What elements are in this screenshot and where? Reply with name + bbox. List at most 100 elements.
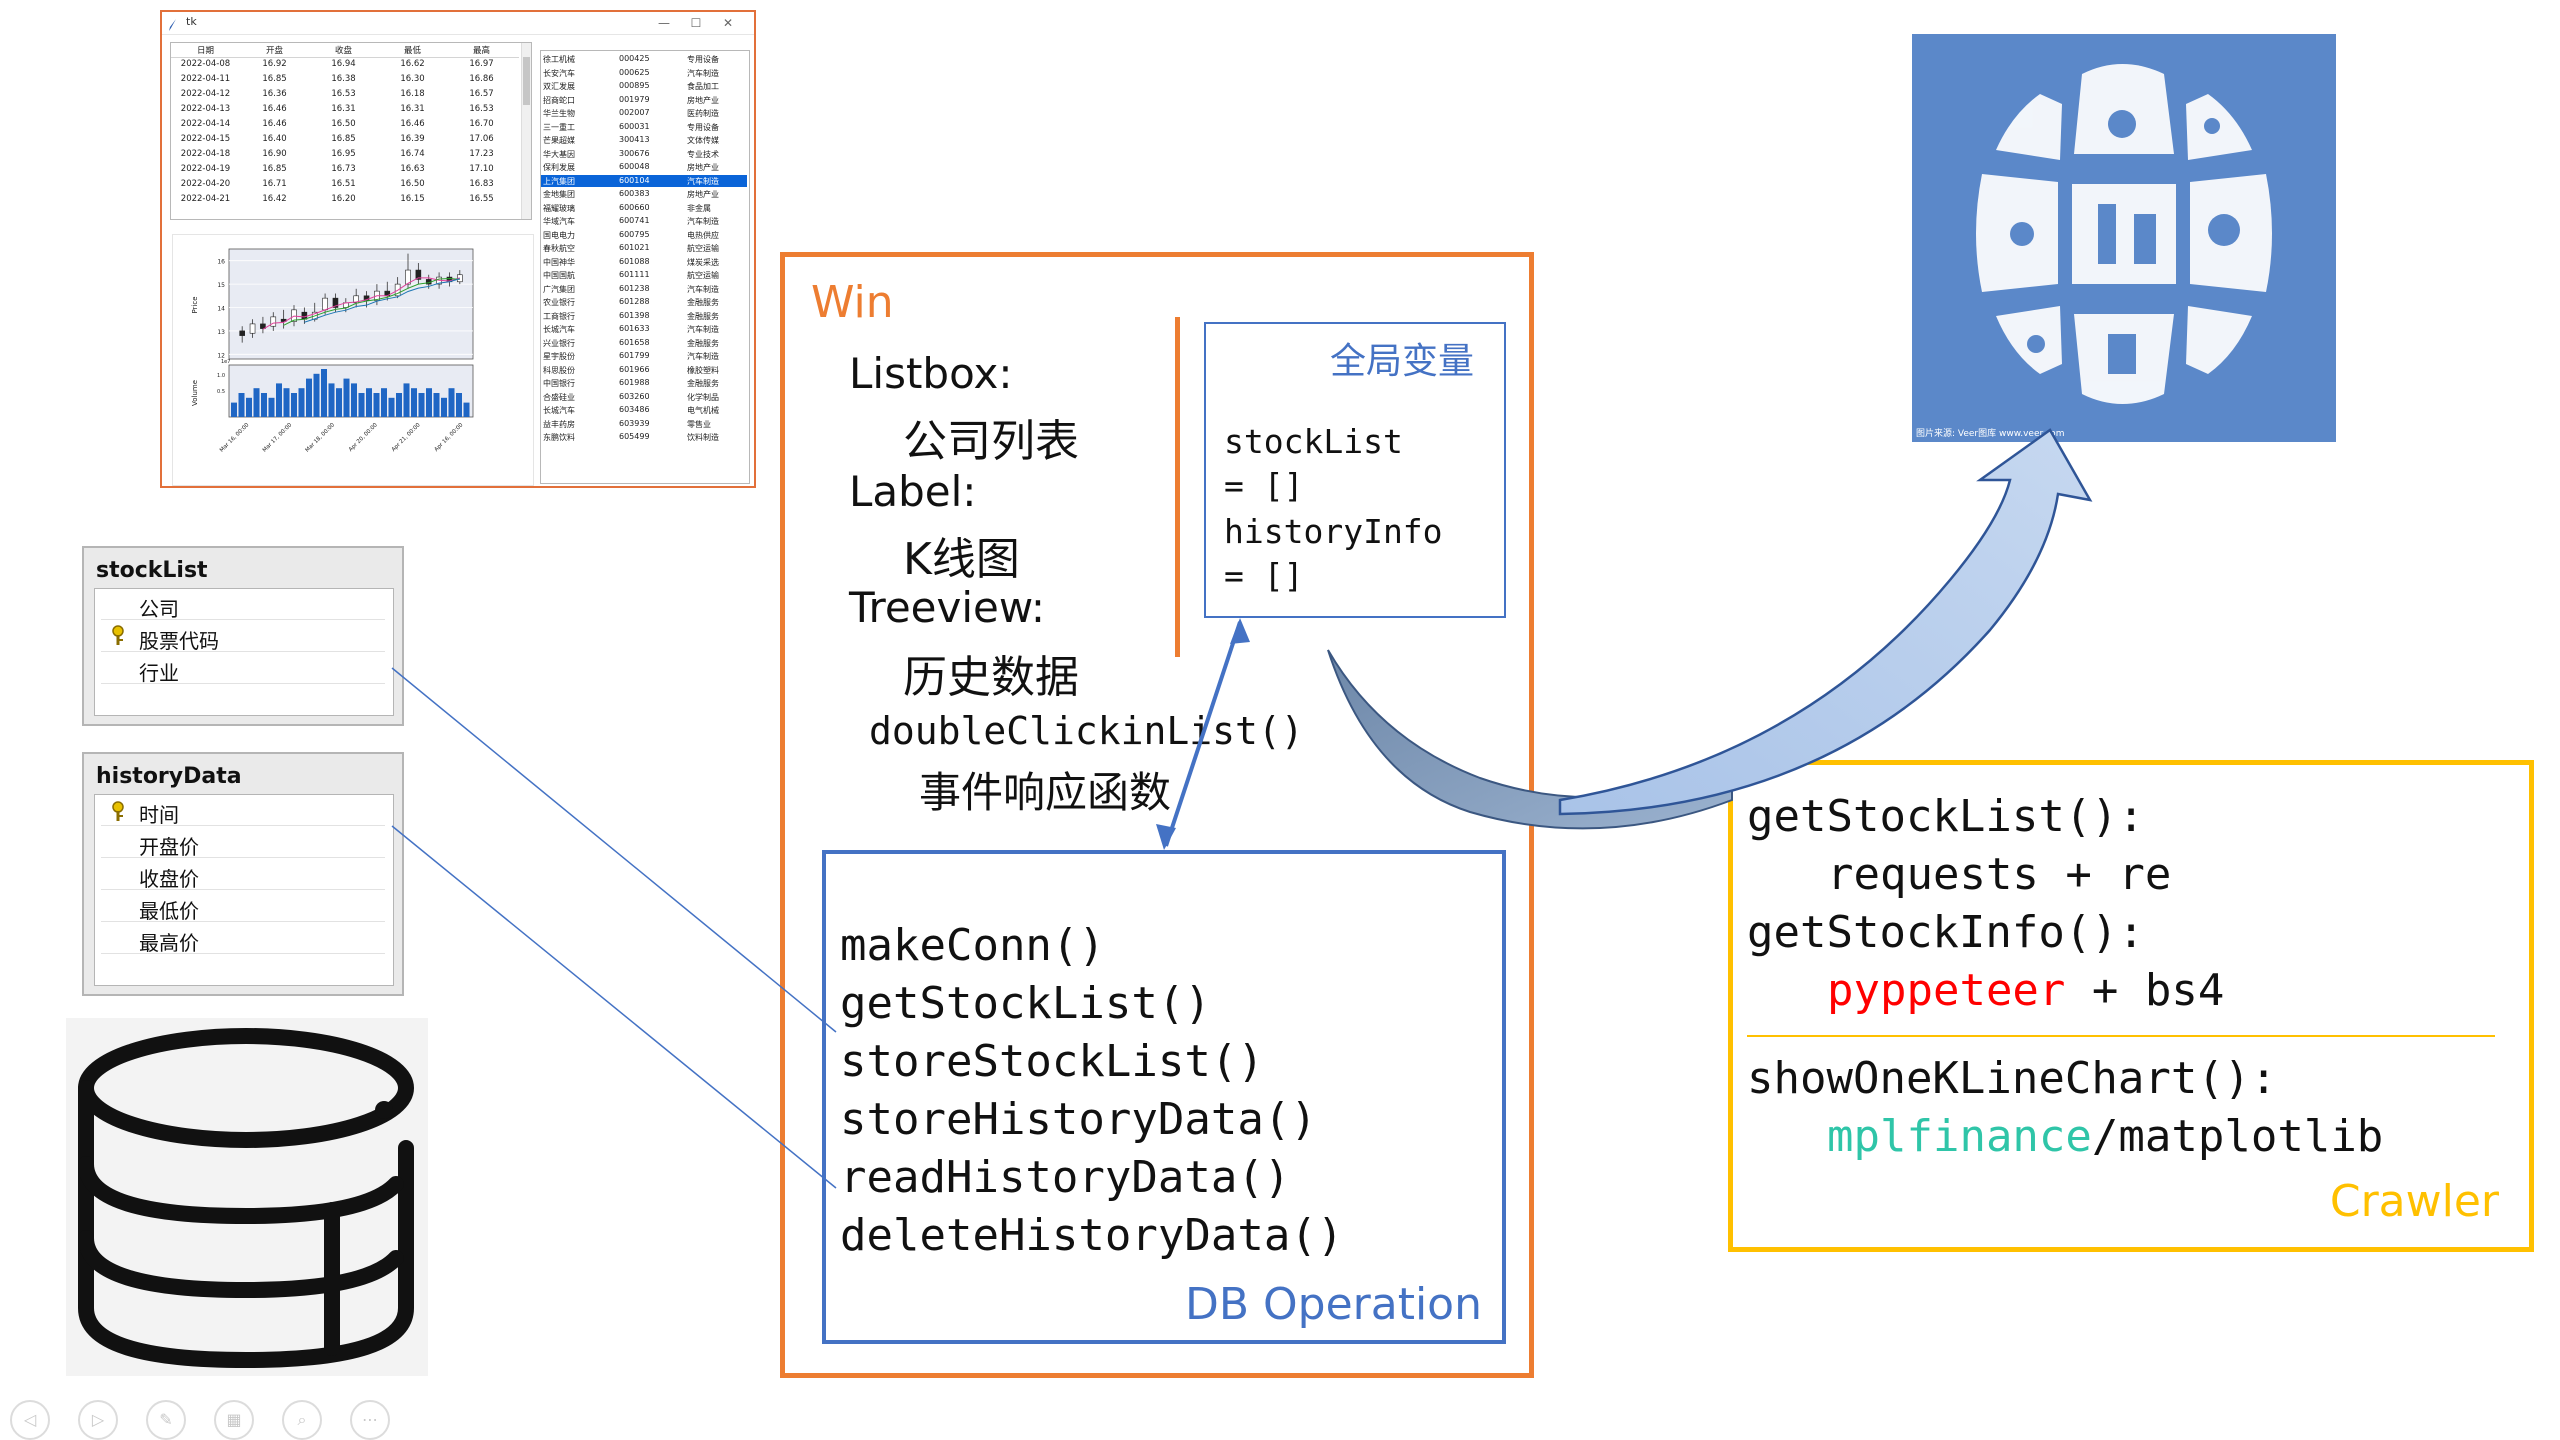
volume-bar xyxy=(306,378,312,417)
column-header[interactable]: 日期 xyxy=(196,46,214,56)
zoom-button[interactable]: ⌕ xyxy=(282,1400,322,1440)
column-header[interactable]: 最高 xyxy=(472,46,490,56)
section-divider xyxy=(1747,1035,2495,1037)
table-cell: 16.30 xyxy=(400,74,425,84)
x-tick-label: Mar 16, 00:00 xyxy=(219,422,251,454)
table-fields: 公司 股票代码 行业 xyxy=(94,588,394,716)
pen-tool-button[interactable]: ✎ xyxy=(146,1400,186,1440)
database-icon xyxy=(66,1018,428,1376)
list-cell: 保利发展 xyxy=(543,163,575,172)
column-header[interactable]: 最低 xyxy=(403,46,421,56)
table-cell: 16.94 xyxy=(331,59,356,69)
candle-body xyxy=(239,330,245,336)
treeview-desc: 历史数据 xyxy=(903,652,1079,703)
crawler-box: getStockList(): requests + re getStockIn… xyxy=(1728,760,2534,1252)
volume-tick-label: 0.5 xyxy=(217,389,225,395)
candle-body xyxy=(415,269,422,280)
table-cell: 16.53 xyxy=(469,104,494,114)
volume-bar xyxy=(283,388,290,417)
stocklist-table: stockList 公司 股票代码 行业 xyxy=(82,546,404,726)
close-button[interactable]: ✕ xyxy=(722,16,734,30)
big-arrow xyxy=(1558,428,2093,816)
list-cell: 零售业 xyxy=(687,419,711,429)
list-cell: 专业技术 xyxy=(687,149,719,159)
list-cell: 601021 xyxy=(619,243,650,252)
volume-exponent: 1e7 xyxy=(221,359,230,365)
list-cell: 煤炭采选 xyxy=(687,257,719,267)
global-var-line: stockList xyxy=(1224,422,1403,461)
ma-line-short xyxy=(262,277,460,330)
list-cell: 601398 xyxy=(619,310,650,320)
treeview-label: Treeview: xyxy=(849,583,1046,632)
next-slide-button[interactable]: ▷ xyxy=(78,1400,118,1440)
scrollbar-thumb[interactable] xyxy=(523,57,530,105)
list-cell: 长安汽车 xyxy=(543,68,575,78)
table-cell: 16.83 xyxy=(469,179,494,189)
volume-bar xyxy=(403,383,410,417)
candle-body xyxy=(332,297,339,308)
column-header[interactable]: 开盘 xyxy=(265,46,283,56)
treeview-scrollbar[interactable] xyxy=(521,43,531,219)
minimize-button[interactable]: — xyxy=(658,16,670,30)
list-cell: 橡胶塑料 xyxy=(687,365,719,375)
volume-bar xyxy=(246,397,252,417)
more-options-button[interactable]: ⋯ xyxy=(350,1400,390,1440)
window-titlebar: tk — ☐ ✕ xyxy=(162,12,754,35)
slides-overview-button[interactable]: ▦ xyxy=(214,1400,254,1440)
table-cell: 16.85 xyxy=(262,164,287,174)
x-tick-label: Mar 18, 00:00 xyxy=(305,422,337,454)
list-cell: 300413 xyxy=(619,135,650,144)
table-cell: 2022-04-18 xyxy=(180,149,231,159)
table-cell: 16.92 xyxy=(262,59,287,69)
list-cell: 招商蛇口 xyxy=(543,95,575,105)
previous-slide-button[interactable]: ◁ xyxy=(10,1400,50,1440)
list-cell: 601799 xyxy=(619,351,650,360)
function-name: readHistoryData() xyxy=(840,1152,1291,1203)
maximize-button[interactable]: ☐ xyxy=(690,16,702,30)
column-header[interactable]: 收盘 xyxy=(334,46,352,56)
list-cell: 001979 xyxy=(619,94,650,104)
list-cell: 金融服务 xyxy=(687,338,719,348)
